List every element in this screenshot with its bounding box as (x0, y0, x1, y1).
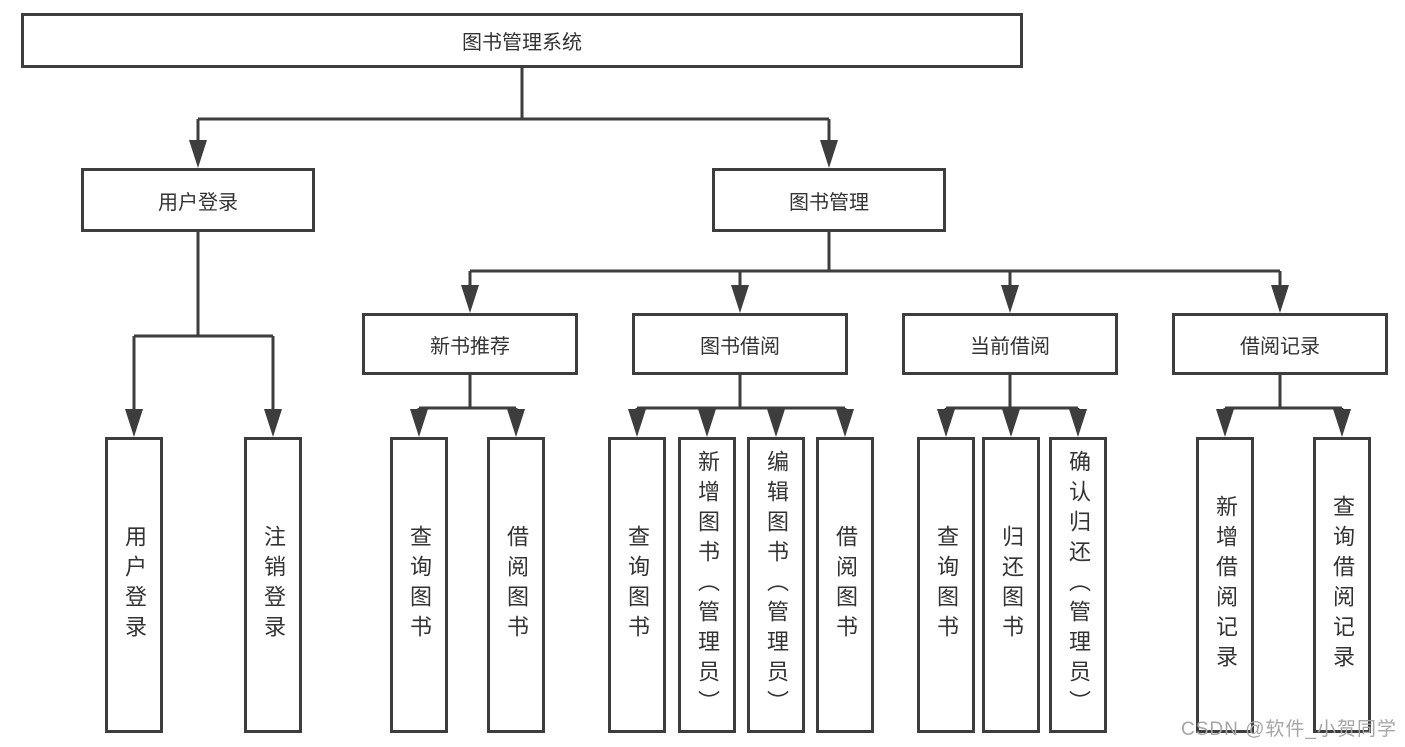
leaf-add-books-admin: 新增图书（管理员） (678, 437, 736, 733)
arrow-icon (1002, 409, 1020, 437)
arrow-icon (1069, 409, 1087, 437)
arrow-icon (836, 409, 854, 437)
arrow-icon (189, 140, 207, 168)
connector-borrowrecord-to-leaves (1223, 375, 1344, 412)
node-book-management: 图书管理 (712, 168, 946, 232)
node-root: 图书管理系统 (21, 13, 1023, 68)
node-book-borrow: 图书借阅 (632, 313, 848, 375)
arrow-icon (767, 409, 785, 437)
leaf-query-borrow-record: 查询借阅记录 (1313, 437, 1371, 733)
node-new-book-recommend: 新书推荐 (362, 313, 578, 375)
leaf-user-login: 用户登录 (105, 437, 163, 733)
leaf-confirm-return-admin: 确认归还（管理员） (1049, 437, 1107, 733)
arrow-icon (1001, 285, 1019, 313)
arrow-icon (731, 285, 749, 313)
csdn-watermark: CSDN @软件_小贺同学 (1181, 719, 1397, 740)
leaf-query-books-recommend: 查询图书 (390, 437, 448, 733)
arrow-icon (1271, 285, 1289, 313)
leaf-query-books-borrow: 查询图书 (608, 437, 666, 733)
arrow-icon (937, 409, 955, 437)
arrow-icon (264, 409, 282, 437)
connector-currentborrow-to-leaves (944, 375, 1080, 412)
arrow-icon (461, 285, 479, 313)
connector-bookborrow-to-leaves (635, 375, 847, 412)
arrow-icon (125, 409, 143, 437)
arrow-icon (410, 409, 428, 437)
node-borrow-records: 借阅记录 (1172, 313, 1388, 375)
leaf-borrow-books-recommend: 借阅图书 (487, 437, 545, 733)
leaf-edit-books-admin: 编辑图书（管理员） (747, 437, 805, 733)
arrow-icon (820, 140, 838, 168)
leaf-logout-login: 注销登录 (244, 437, 302, 733)
leaf-return-books: 归还图书 (982, 437, 1040, 733)
leaf-borrow-books: 借阅图书 (816, 437, 874, 733)
arrowheads (125, 140, 1351, 437)
connector-newbook-to-leaves (417, 375, 518, 412)
arrow-icon (698, 409, 716, 437)
connector-bookmgmt-to-level2 (468, 232, 1282, 288)
leaf-add-borrow-record: 新增借阅记录 (1196, 437, 1254, 733)
node-current-borrow: 当前借阅 (902, 313, 1118, 375)
arrow-icon (507, 409, 525, 437)
connector-root-to-level1 (196, 68, 831, 144)
arrow-icon (628, 409, 646, 437)
connector-userlogin-to-leaves (132, 232, 275, 412)
leaf-query-books-current: 查询图书 (917, 437, 975, 733)
node-user-login: 用户登录 (81, 168, 315, 232)
arrow-icon (1333, 409, 1351, 437)
arrow-icon (1216, 409, 1234, 437)
